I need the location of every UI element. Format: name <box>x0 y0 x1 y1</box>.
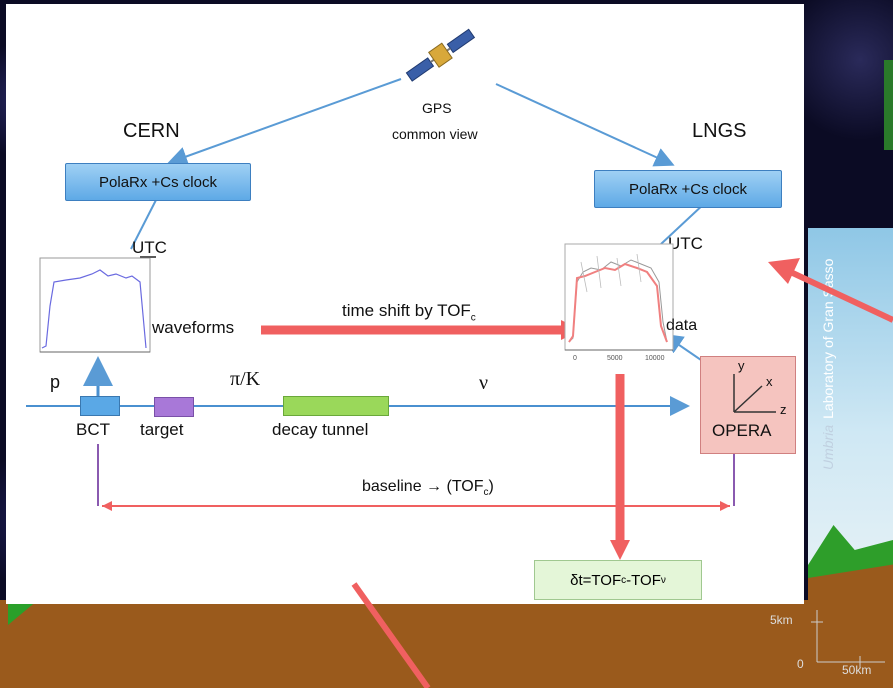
plot-tick-5000: 5000 <box>607 355 623 362</box>
cern-utc-line <box>130 199 157 250</box>
common-view-label: common view <box>392 126 478 142</box>
pion-kaon-label: π/K <box>230 368 261 390</box>
scale-bar <box>811 610 885 668</box>
lngs-pointer-arrow <box>780 265 893 323</box>
plot-tick-0: 0 <box>573 355 577 362</box>
axis-x-label: x <box>766 374 773 389</box>
scale-50km-label: 50km <box>842 663 872 677</box>
decay-tunnel-box <box>283 396 389 416</box>
satellite-icon <box>405 28 476 82</box>
bct-box <box>80 396 120 416</box>
neutrino-label: ν <box>479 372 489 394</box>
result-sub2: ν <box>660 574 666 586</box>
opera-box <box>700 356 796 454</box>
time-shift-sub: c <box>470 312 476 324</box>
baseline-text: baseline → (TOF <box>362 478 484 495</box>
opera-label: OPERA <box>712 421 772 440</box>
axis-y-label: y <box>738 358 745 373</box>
axes-icon: y x z <box>733 358 787 417</box>
bct-label: BCT <box>76 420 110 439</box>
gps-label: GPS <box>422 100 452 116</box>
scale-0-label: 0 <box>797 657 804 671</box>
data-label: data <box>666 317 698 334</box>
target-box <box>154 397 194 417</box>
lngs-utc-line <box>660 201 707 245</box>
decay-tunnel-label: decay tunnel <box>272 420 369 439</box>
baseline-end: ) <box>488 478 494 495</box>
plot-tick-10000: 10000 <box>645 355 665 362</box>
result-prefix: δt=TOF <box>570 571 622 589</box>
time-shift-label: time shift by TOFc <box>342 301 476 323</box>
time-shift-text: time shift by TOF <box>342 301 471 320</box>
earth-ground <box>0 600 893 688</box>
utc-cern-label: UTC <box>132 238 167 257</box>
baseline-sub: c <box>483 487 489 499</box>
background-green-strip <box>884 60 893 150</box>
lngs-label: LNGS <box>692 120 747 142</box>
proton-label: p <box>50 372 61 392</box>
diagram-slide: GPS common view CERN LNGS PolaRx +Cs clo… <box>6 4 804 604</box>
result-sub1: c <box>621 574 627 586</box>
baseline-label: baseline → (TOFc) <box>362 478 494 498</box>
result-mid: -TOF <box>626 571 661 589</box>
scale-5km-label: 5km <box>770 613 793 627</box>
ground-pointer-line <box>351 582 431 688</box>
polarx-cern-box: PolaRx +Cs clock <box>65 163 251 201</box>
waveforms-label: waveforms <box>152 318 235 337</box>
target-label: target <box>140 420 184 439</box>
gps-to-lngs-arrow <box>495 83 675 167</box>
gps-to-cern-arrow <box>167 78 402 166</box>
cern-label: CERN <box>123 120 180 142</box>
utc-lngs-label: UTC <box>668 234 703 253</box>
waveform-plot-cern <box>39 257 151 353</box>
polarx-lngs-box: PolaRx +Cs clock <box>594 170 782 208</box>
axis-z-label: z <box>780 402 787 417</box>
data-plot-lngs: 0 5000 10000 <box>564 243 674 362</box>
